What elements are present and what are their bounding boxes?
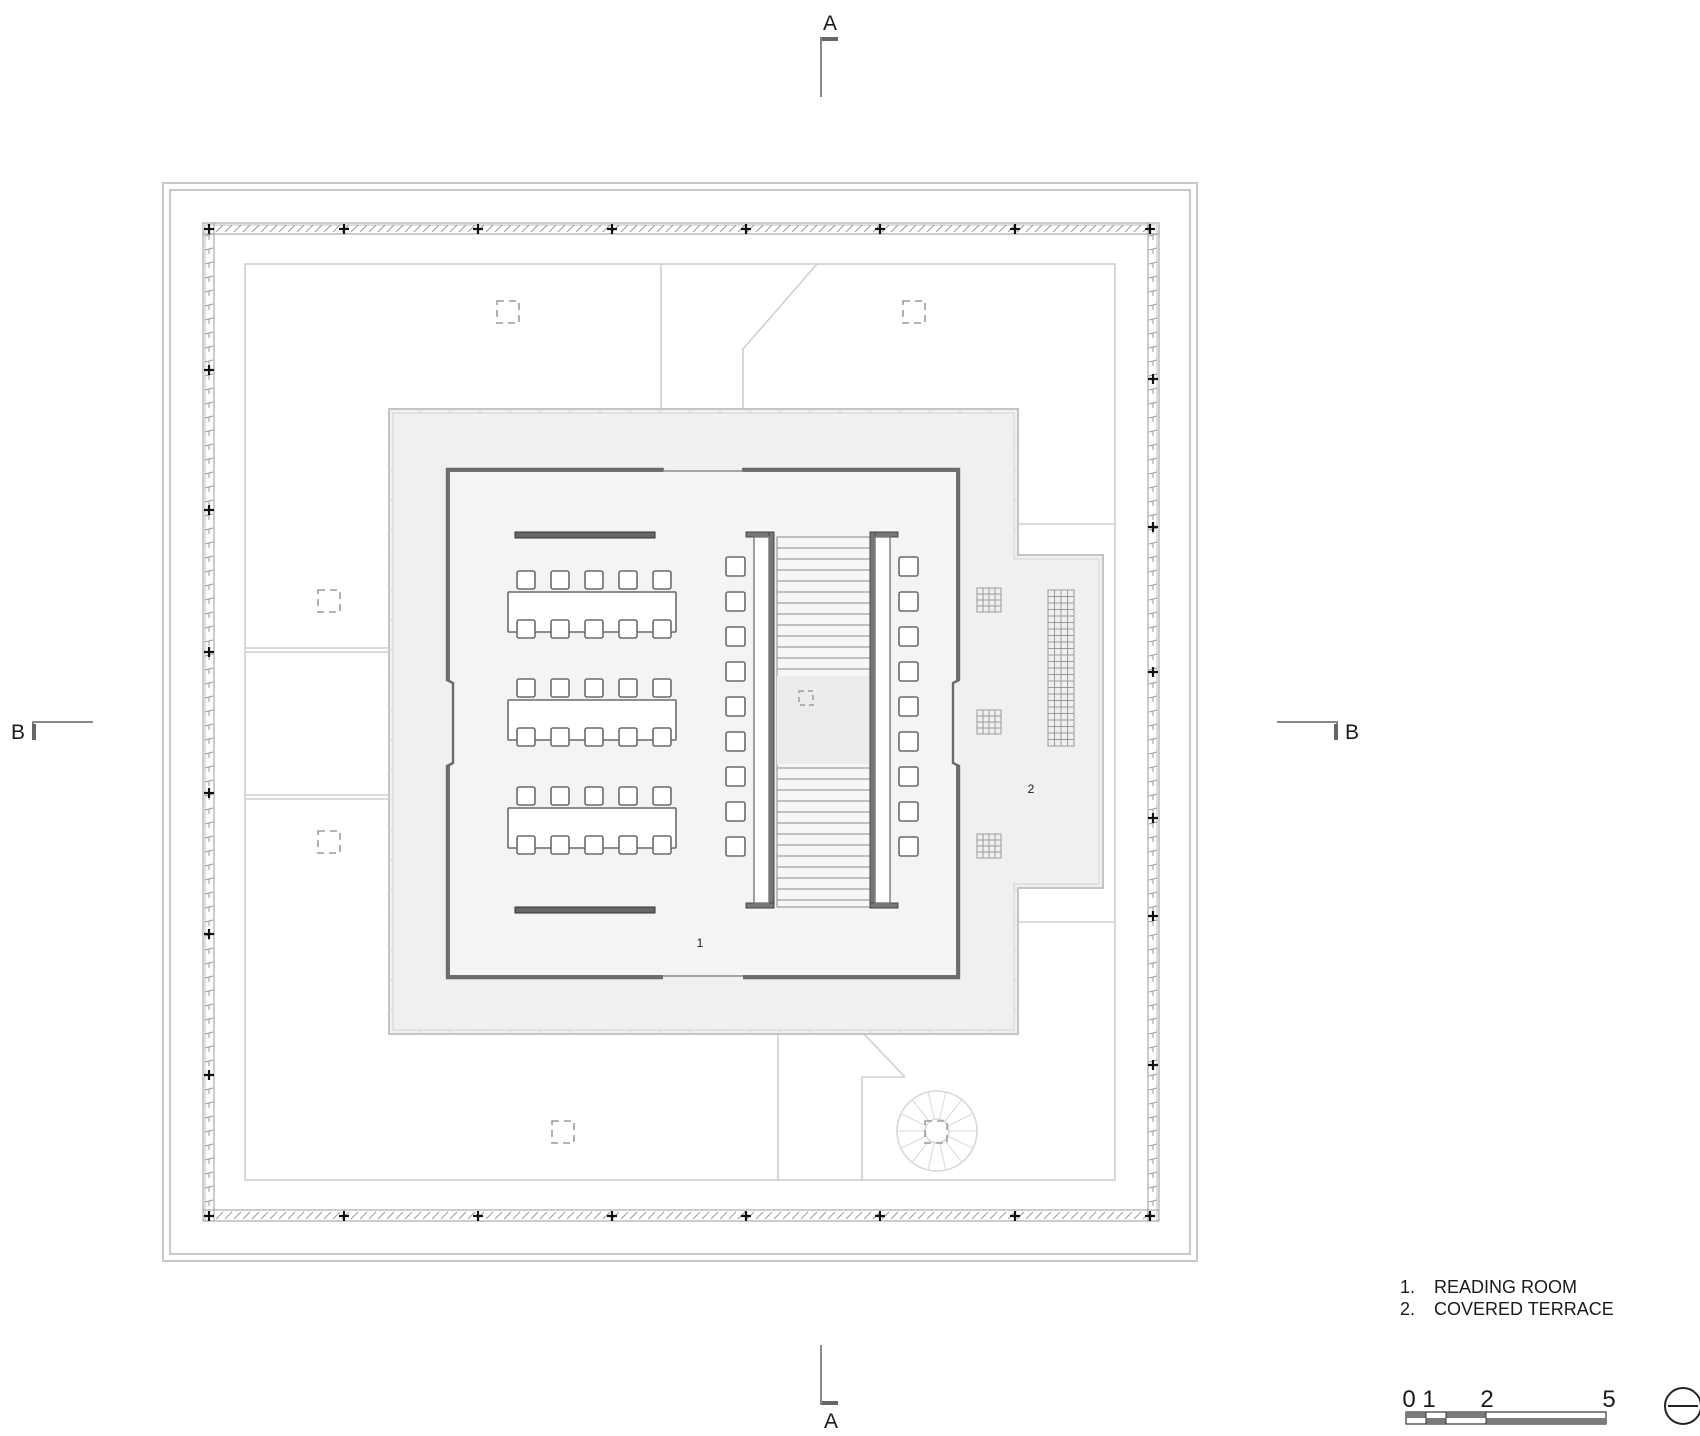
room-tag-covered-terrace: 2 <box>1028 782 1035 796</box>
roof-drains <box>317 300 948 1144</box>
carrel-seat <box>725 556 746 577</box>
chair <box>516 835 536 855</box>
carrel-seat <box>898 731 919 752</box>
scale-tick-label: 1 <box>1422 1386 1435 1413</box>
carrel-seat <box>725 731 746 752</box>
carrel-seat <box>725 626 746 647</box>
chair <box>652 570 672 590</box>
chair <box>516 786 536 806</box>
spiral-stair <box>897 1091 977 1171</box>
section-marker-b-right: B <box>1345 721 1359 744</box>
scale-bar: 0 1 2 5 <box>1402 1386 1616 1425</box>
chair <box>652 835 672 855</box>
stair-treads <box>777 547 870 901</box>
carrel-seat <box>898 626 919 647</box>
slab-edge-ticks <box>389 409 1018 1034</box>
carrel-seat <box>898 766 919 787</box>
carrel-seat <box>725 836 746 857</box>
legend-number: 1. <box>1400 1277 1415 1297</box>
carrel-seat <box>725 661 746 682</box>
central-stair <box>745 531 899 909</box>
stair-drain <box>798 690 814 706</box>
chair <box>516 678 536 698</box>
legend-number: 2. <box>1400 1299 1415 1319</box>
column-markers <box>204 224 1158 1221</box>
chair <box>584 786 604 806</box>
legend-label: COVERED TERRACE <box>1434 1299 1614 1319</box>
terrace-grids <box>976 587 1075 859</box>
chair <box>652 786 672 806</box>
section-cut-lines <box>32 37 1338 1405</box>
chair <box>618 786 638 806</box>
chair <box>516 570 536 590</box>
scale-tick-label: 0 <box>1402 1386 1415 1413</box>
scale-tick-label: 2 <box>1480 1386 1493 1413</box>
section-marker-a-top: A <box>823 12 837 35</box>
chair <box>652 619 672 639</box>
carrel-seat <box>898 661 919 682</box>
carrel-seat <box>725 766 746 787</box>
chair <box>550 570 570 590</box>
chair <box>618 835 638 855</box>
chair <box>584 835 604 855</box>
screen-hatching <box>204 224 1158 1220</box>
reading-tables <box>507 570 677 855</box>
chair <box>618 678 638 698</box>
scale-tick-label: 5 <box>1602 1386 1615 1413</box>
chair <box>618 727 638 747</box>
reading-room-walls-overlay <box>445 467 961 980</box>
outer-roof-edge <box>162 182 1198 1262</box>
chair <box>516 619 536 639</box>
carrel-seat <box>898 556 919 577</box>
chair <box>652 727 672 747</box>
perimeter-screen-band <box>202 222 1160 1222</box>
north-arrow-icon <box>1664 1387 1700 1425</box>
section-marker-a-bottom: A <box>824 1410 838 1433</box>
chair <box>584 619 604 639</box>
chair <box>550 619 570 639</box>
room-tag-reading-room: 1 <box>697 936 704 950</box>
chair <box>550 786 570 806</box>
chair <box>550 835 570 855</box>
chair <box>584 727 604 747</box>
chair <box>550 678 570 698</box>
chair <box>584 570 604 590</box>
study-carrels <box>725 556 919 857</box>
chair <box>550 727 570 747</box>
chair <box>618 570 638 590</box>
carrel-seat <box>898 801 919 822</box>
chair <box>584 678 604 698</box>
carrel-seat <box>725 801 746 822</box>
chair <box>652 678 672 698</box>
chair <box>516 727 536 747</box>
carrel-seat <box>725 591 746 612</box>
carrel-seat <box>725 696 746 717</box>
bookshelves <box>514 531 656 914</box>
legend: 1. READING ROOM 2. COVERED TERRACE <box>1400 1277 1614 1319</box>
carrel-seat <box>898 696 919 717</box>
carrel-seat <box>898 591 919 612</box>
chair <box>618 619 638 639</box>
legend-label: READING ROOM <box>1434 1277 1577 1297</box>
section-marker-b-left: B <box>11 721 25 744</box>
carrel-seat <box>898 836 919 857</box>
